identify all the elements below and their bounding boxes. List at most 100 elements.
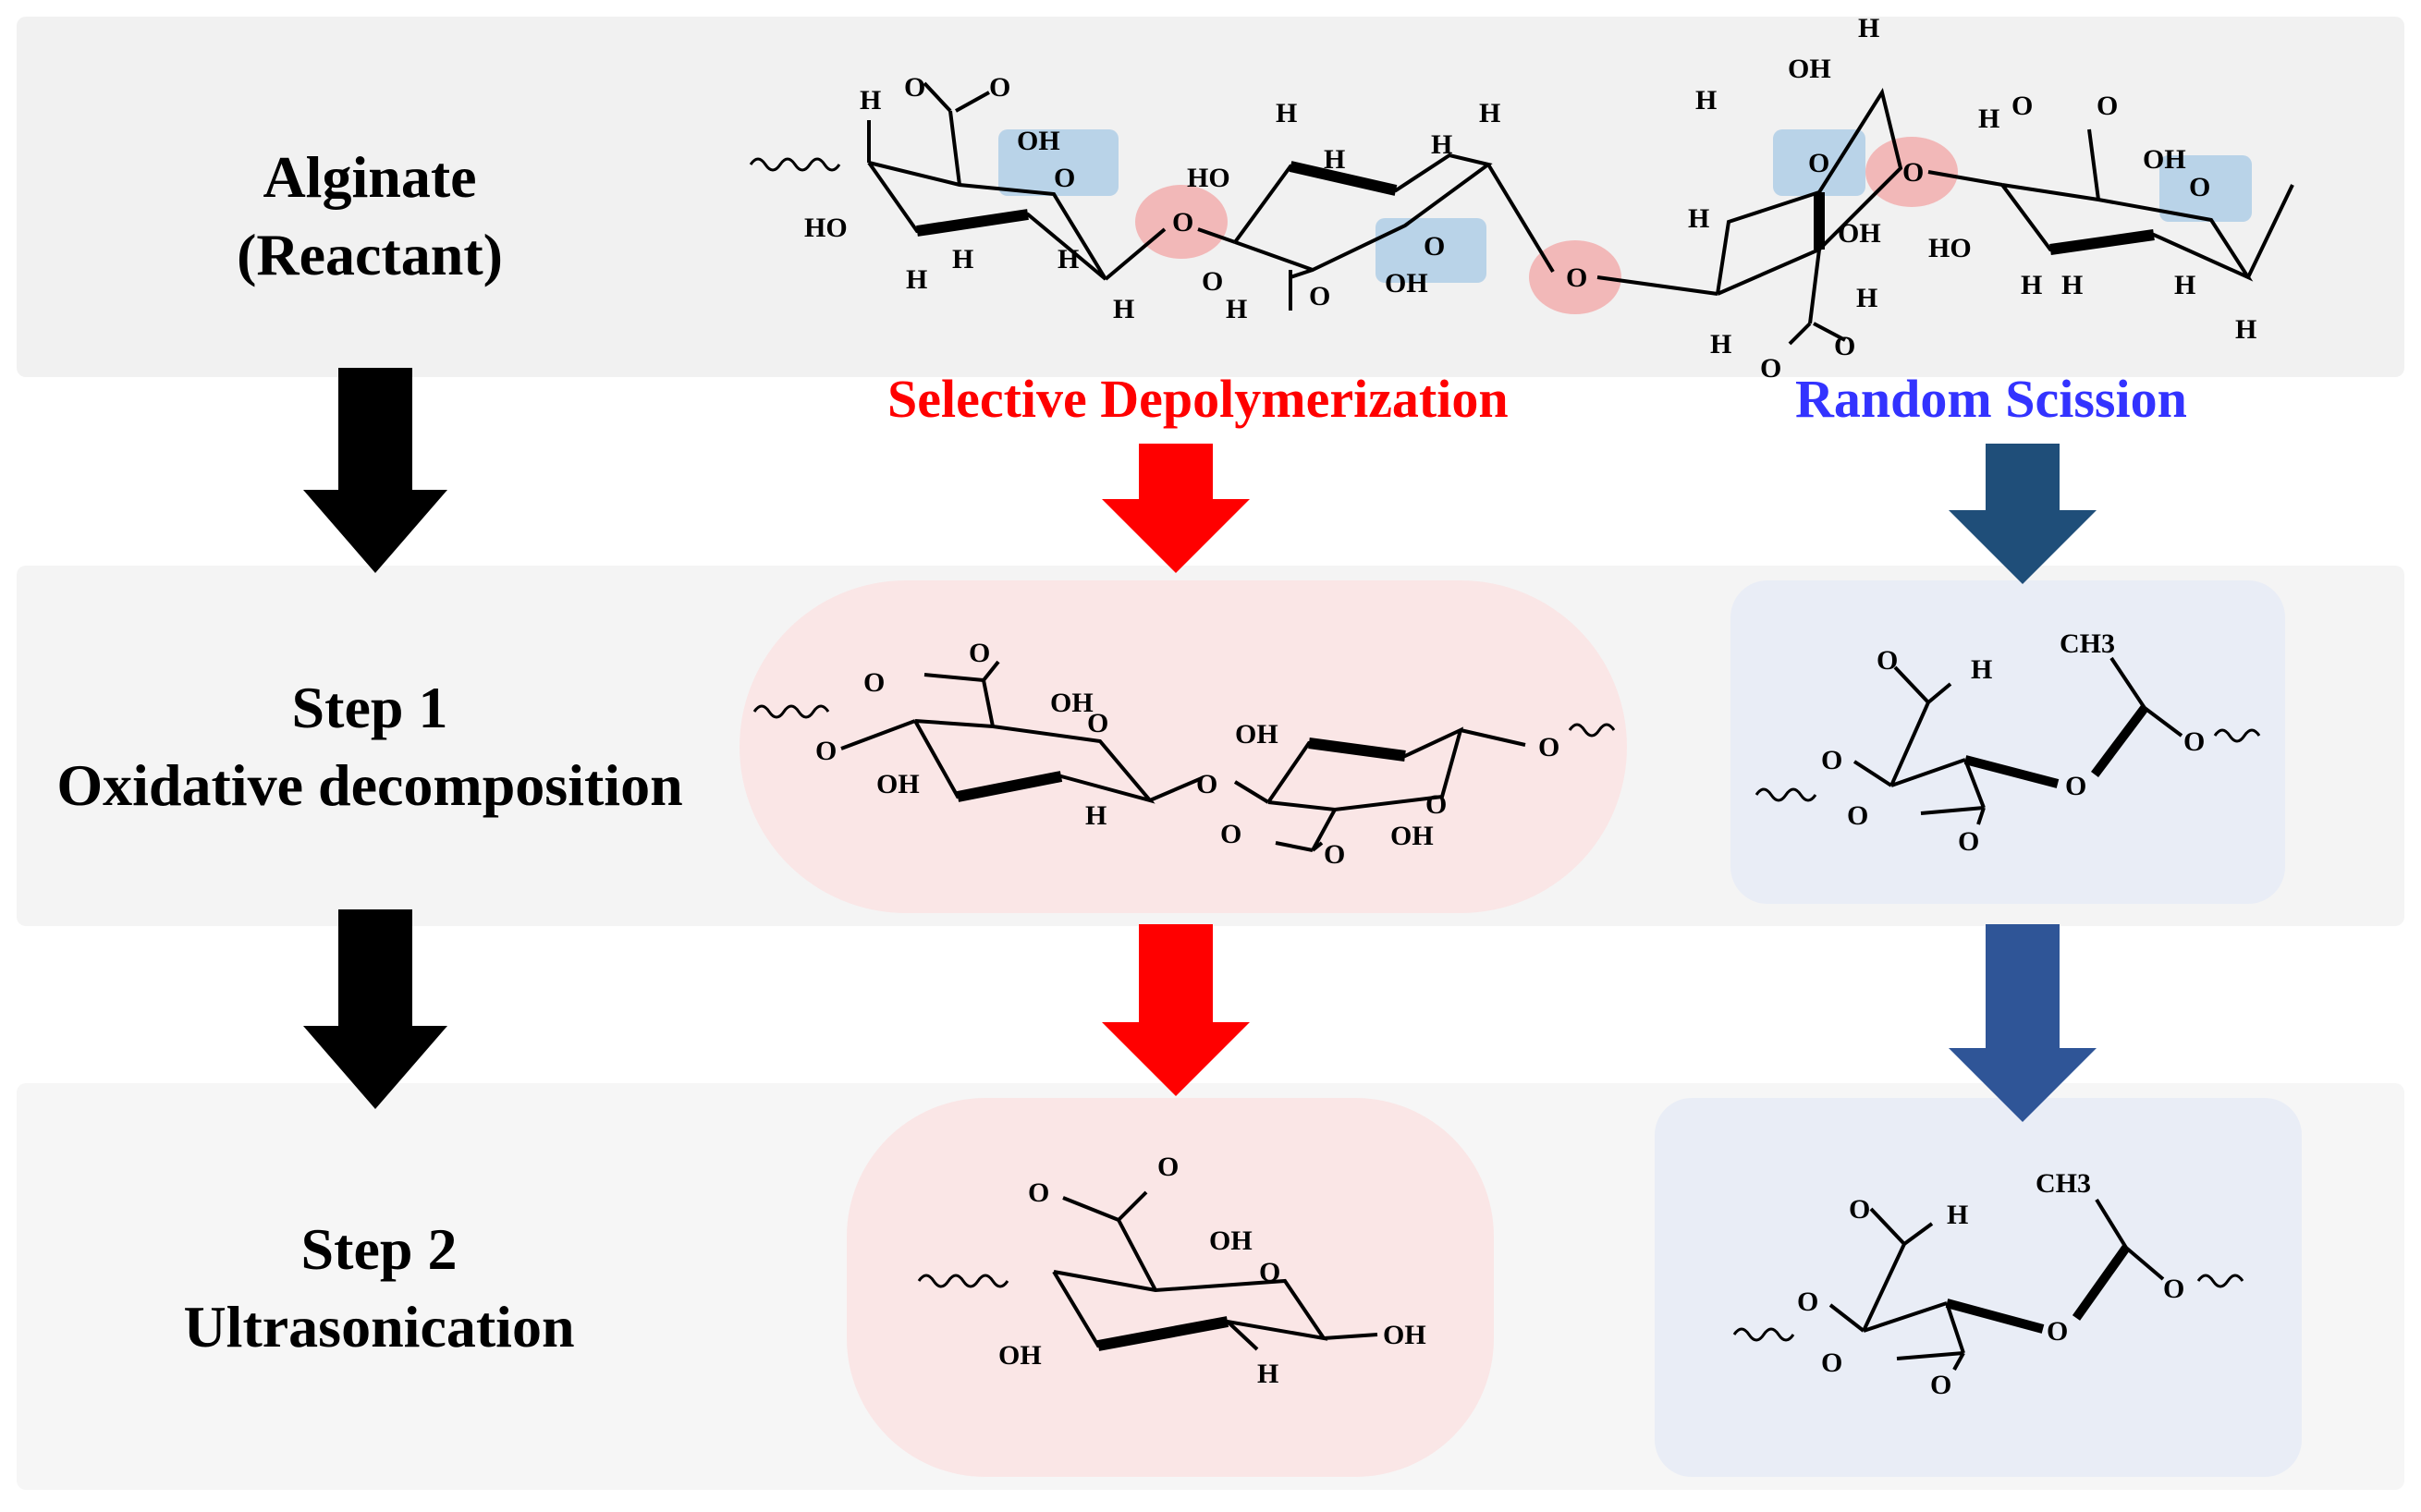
step1-random-atoms: O O H O O O CH3 O xyxy=(1821,628,2205,857)
step2-selective-structure xyxy=(917,1190,1378,1351)
atom-s1-o-carbonyl-2: O xyxy=(1220,819,1241,849)
atom-h-2: H xyxy=(906,264,927,295)
atom-r2-ch3: CH3 xyxy=(2036,1168,2091,1199)
atom-s1-ring-o-2: O xyxy=(1425,789,1447,820)
atom-h-4: H xyxy=(1058,244,1079,274)
step2-random-atoms: O O H O O O CH3 O xyxy=(1797,1168,2184,1400)
atom-o-carboxyl-4: O xyxy=(1309,281,1330,311)
atom-o-carboxyl-6: O xyxy=(1834,331,1855,361)
atom-o-carboxyl-5: O xyxy=(1760,353,1781,384)
atom-glyc-o-3: O xyxy=(1902,157,1924,188)
atom-r1-h-aldehyde: H xyxy=(1971,654,1992,685)
atom-r1-o-carboxylate: O xyxy=(1958,826,1979,857)
atom-h-11: H xyxy=(1858,13,1879,43)
step2-selective-atoms: O O OH O OH H OH xyxy=(998,1152,1426,1389)
selective-path-title: Selective Depolymerization xyxy=(887,369,1509,429)
step1-label-line-1: Step 1 xyxy=(291,675,448,740)
atom-r2-o-left: O xyxy=(1797,1286,1818,1317)
atom-s1-oh-2: OH xyxy=(876,769,920,799)
atom-r2-o-carbonyl: O xyxy=(1821,1347,1842,1378)
step2-label: Step 2 Ultrasonication xyxy=(102,1211,656,1366)
row-arrow-1 xyxy=(303,368,447,573)
atom-s2-o-carboxylate: O xyxy=(1157,1152,1179,1182)
atom-r1-ch3: CH3 xyxy=(2060,628,2115,659)
atom-r1-o-right: O xyxy=(2183,726,2205,757)
atom-glyc-o-1: O xyxy=(1172,207,1193,238)
atom-r2-h-aldehyde: H xyxy=(1947,1200,1968,1230)
atom-r2-o-right: O xyxy=(2163,1274,2184,1304)
atom-ring-o-1: O xyxy=(1054,163,1075,193)
atom-s1-o-right: O xyxy=(1538,732,1559,762)
atom-s1-oh-3: OH xyxy=(1235,719,1278,750)
atom-o-carboxyl-2: O xyxy=(989,72,1010,103)
alginate-structure xyxy=(749,81,2294,346)
atom-r1-o-bridge: O xyxy=(2065,771,2086,801)
random-arrow-2 xyxy=(1949,924,2097,1122)
step1-random-product-panel xyxy=(1730,580,2285,904)
step1-random-structure xyxy=(1755,656,2261,825)
atom-ring-o-2: O xyxy=(1424,231,1445,262)
step1-label: Step 1 Oxidative decomposition xyxy=(9,669,730,824)
atom-h-10: H xyxy=(1226,294,1247,324)
ring-oxygen-highlights xyxy=(998,129,2252,283)
atom-oh-1: OH xyxy=(1017,126,1060,156)
atom-h-20: H xyxy=(2235,314,2256,345)
reactant-label-line-1: Alginate xyxy=(263,144,477,210)
atom-r1-o-carbonyl: O xyxy=(1847,800,1868,831)
atom-h-16: H xyxy=(1978,104,1999,134)
atom-s2-h: H xyxy=(1257,1359,1278,1389)
atom-ho-2: HO xyxy=(1187,163,1230,193)
selective-arrow-1 xyxy=(1102,444,1250,573)
random-arrow-1 xyxy=(1949,444,2097,584)
selective-arrow-2 xyxy=(1102,924,1250,1096)
alginate-atoms: O O O O O O O HO OH HO OH OH OH HO OH O … xyxy=(804,13,2256,384)
atom-s2-oh-2: OH xyxy=(998,1340,1042,1371)
step2-random-structure xyxy=(1732,1198,2244,1371)
atom-h-9: H xyxy=(1479,98,1500,128)
atom-s1-o-bridge: O xyxy=(1196,769,1217,799)
random-path-title: Random Scission xyxy=(1795,369,2187,429)
atom-h-3: H xyxy=(952,244,973,274)
atom-ho-3: HO xyxy=(1928,233,1972,263)
atom-s2-oh-3: OH xyxy=(1383,1320,1426,1350)
atom-h-18: H xyxy=(2061,270,2083,300)
step2-random-product-panel xyxy=(1655,1098,2302,1477)
atom-h-5: H xyxy=(1113,294,1134,324)
step1-selective-structure xyxy=(752,660,1616,852)
atom-r2-o-aldehyde: O xyxy=(1849,1194,1870,1225)
atom-oh-3: OH xyxy=(1788,54,1831,84)
atom-ring-o-4: O xyxy=(2189,172,2210,202)
atom-oh-4: OH xyxy=(1838,218,1881,249)
atom-h-15: H xyxy=(1856,283,1877,313)
atom-s1-o-carboxylate-2: O xyxy=(1324,839,1345,870)
atom-h-17: H xyxy=(2021,270,2042,300)
atom-h-13: H xyxy=(1688,203,1709,234)
reactant-label-line-2: (Reactant) xyxy=(237,222,503,287)
row-arrow-2 xyxy=(303,909,447,1109)
atom-h-14: H xyxy=(1710,329,1731,360)
atom-h-7: H xyxy=(1324,144,1345,175)
atom-r1-o-aldehyde: O xyxy=(1877,645,1898,676)
atom-s2-ring-o: O xyxy=(1259,1257,1280,1287)
step1-selective-product-panel xyxy=(740,580,1627,913)
atom-o-carboxyl-7: O xyxy=(2011,91,2033,121)
atom-oh-5: OH xyxy=(2143,144,2186,175)
atom-s1-o-carboxylate-1: O xyxy=(969,638,990,668)
atom-r2-o-carboxylate: O xyxy=(1930,1370,1951,1400)
step2-label-line-2: Ultrasonication xyxy=(183,1294,575,1360)
atom-s2-o-carbonyl: O xyxy=(1028,1177,1049,1208)
atom-s1-o-left: O xyxy=(815,736,837,766)
atom-r2-o-bridge: O xyxy=(2047,1316,2068,1347)
glycosidic-oxygen-highlights xyxy=(1135,137,1958,314)
atom-ring-o-3: O xyxy=(1808,148,1829,178)
atom-h-19: H xyxy=(2174,270,2195,300)
atom-h-1: H xyxy=(860,85,881,116)
atom-s1-oh-4: OH xyxy=(1390,821,1434,851)
atom-s1-h-1: H xyxy=(1085,800,1107,831)
reactant-label: Alginate (Reactant) xyxy=(148,139,592,294)
atom-s1-o-carbonyl-1: O xyxy=(863,667,885,698)
atom-s1-ring-o-1: O xyxy=(1087,708,1108,738)
atom-ho-1: HO xyxy=(804,213,848,243)
atom-o-carboxyl-1: O xyxy=(904,72,925,103)
